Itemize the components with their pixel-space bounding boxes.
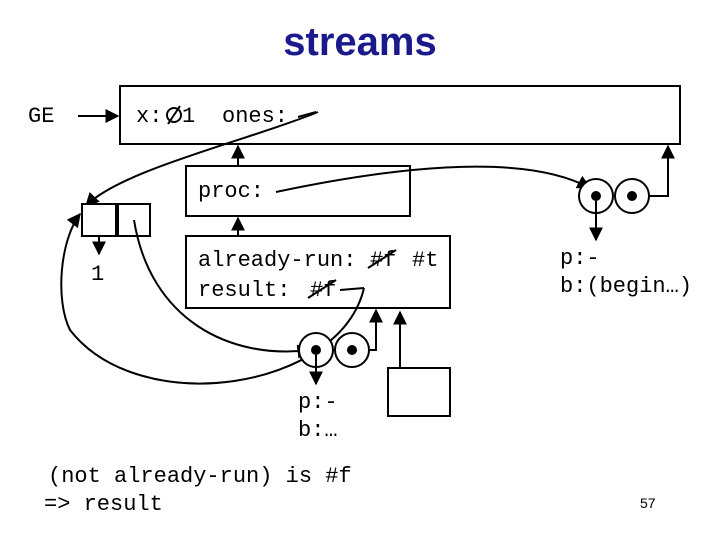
- binding-x-label: x:: [136, 104, 162, 129]
- right-procedure-object: [578, 144, 675, 242]
- binding-x-value: 1: [182, 104, 195, 129]
- ones-strike: [297, 111, 317, 118]
- footer-line-2: => result: [44, 492, 163, 517]
- footer-line-1: (not already-run) is #f: [48, 464, 352, 489]
- proc-to-procedure-arrow: [275, 165, 592, 193]
- result-label: result:: [198, 278, 290, 303]
- ge-label: GE: [28, 104, 54, 129]
- already-run-label: already-run:: [198, 248, 356, 273]
- ones-to-pair-arrow: [85, 111, 319, 208]
- slide-title: streams: [283, 20, 437, 64]
- lower-procedure-body: b:…: [298, 418, 338, 443]
- cdr-to-procedure-arrow: [133, 219, 312, 359]
- lower-procedure-object: [298, 308, 383, 386]
- page-number: 57: [640, 495, 656, 511]
- proc-frame: [185, 165, 411, 217]
- proc-frame-label: proc:: [198, 179, 264, 204]
- already-run-new-value: #t: [412, 248, 438, 273]
- global-frame: [119, 85, 681, 145]
- right-procedure-body: b:(begin…): [560, 274, 692, 299]
- already-run-strike: [367, 249, 397, 269]
- binding-ones-label: ones:: [222, 104, 288, 129]
- empty-frame: [387, 367, 451, 417]
- result-strike: [307, 279, 337, 299]
- result-dash: [339, 287, 365, 291]
- empty-set-icon: [166, 105, 182, 125]
- lower-procedure-params: p:-: [298, 390, 338, 415]
- right-procedure-params: p:-: [560, 246, 600, 271]
- proc-env-frame: [185, 235, 451, 309]
- pair-car-box: [81, 203, 117, 237]
- pair-car-value: 1: [91, 262, 104, 287]
